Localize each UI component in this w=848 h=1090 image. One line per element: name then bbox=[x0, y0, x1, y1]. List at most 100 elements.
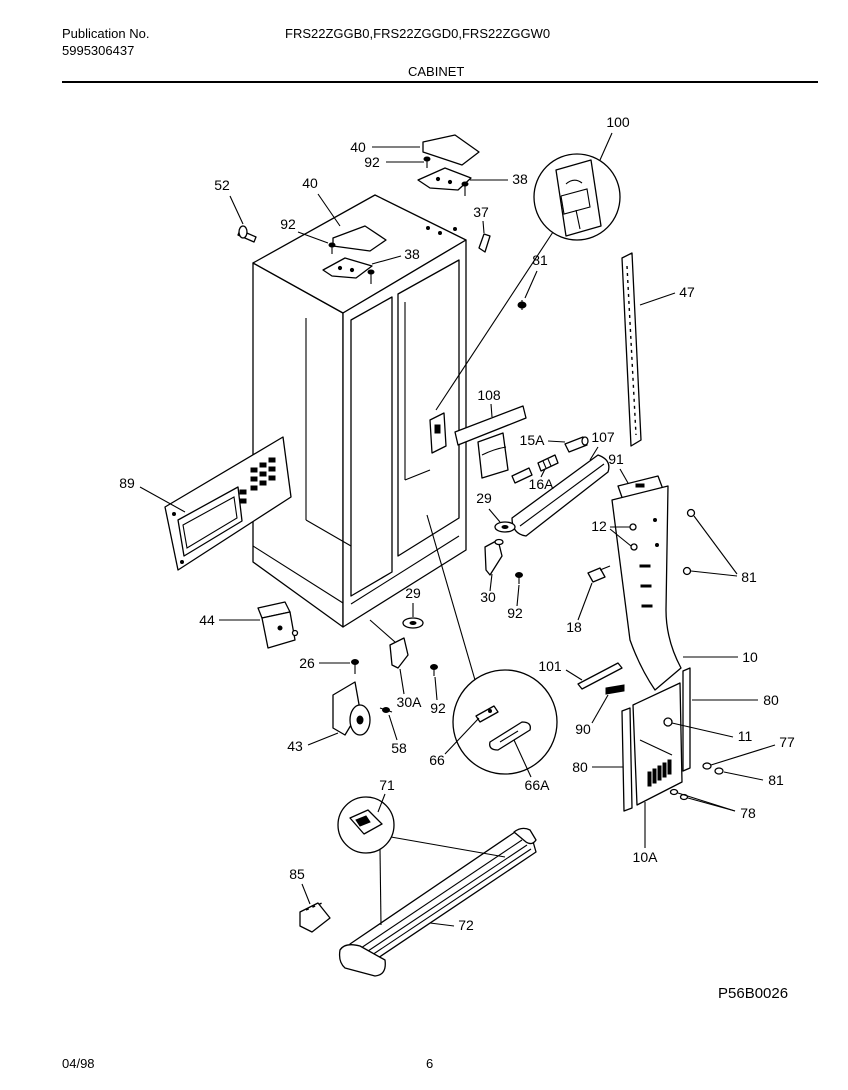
callout-label: 38 bbox=[512, 171, 528, 187]
vent-slot bbox=[259, 471, 267, 477]
callout-label: 40 bbox=[302, 175, 318, 191]
mullion-slot bbox=[641, 604, 653, 608]
callout-92-mid: 92 bbox=[507, 584, 523, 621]
vent-slot bbox=[239, 489, 247, 495]
vent-slot bbox=[662, 762, 667, 778]
part-bracket-30 bbox=[484, 538, 504, 576]
part-screw-78-a bbox=[669, 788, 679, 796]
vent-slot bbox=[250, 467, 258, 473]
callout-label: 100 bbox=[606, 114, 630, 130]
part-bumper-37 bbox=[478, 233, 491, 253]
vent-slot bbox=[239, 498, 247, 504]
bracket-plate bbox=[555, 159, 602, 237]
leader-line bbox=[589, 446, 599, 461]
leader-line bbox=[524, 270, 538, 299]
vent-slot bbox=[652, 768, 657, 784]
screw-12 bbox=[629, 523, 637, 531]
callout-29-upper: 29 bbox=[476, 490, 501, 523]
pin-head bbox=[238, 225, 248, 239]
callout-10A: 10A bbox=[633, 802, 658, 865]
block-teeth bbox=[305, 902, 323, 911]
callout-label: 91 bbox=[608, 451, 624, 467]
bracket-arm bbox=[369, 619, 396, 643]
callout-label: 30A bbox=[397, 694, 423, 710]
callout-label: 108 bbox=[477, 387, 501, 403]
part-panel-89 bbox=[164, 436, 292, 571]
hinge-hole bbox=[337, 265, 343, 271]
leader-line bbox=[490, 403, 493, 418]
callout-label: 77 bbox=[779, 734, 795, 750]
bracket-window bbox=[560, 188, 591, 215]
cabinet-bottom-rail bbox=[350, 535, 460, 605]
callout-label: 15A bbox=[520, 432, 546, 448]
callout-91: 91 bbox=[608, 451, 629, 484]
grille-end-cap bbox=[338, 944, 386, 977]
callout-29-lower: 29 bbox=[405, 585, 421, 617]
leader-line bbox=[229, 195, 244, 225]
leader-line bbox=[377, 793, 386, 813]
cabinet-shell bbox=[252, 194, 467, 628]
part-strip-80-left bbox=[621, 707, 633, 812]
hinge-hole bbox=[435, 176, 441, 182]
callout-12: 12 bbox=[591, 518, 632, 547]
roller-axle bbox=[356, 715, 364, 725]
bracket-slot bbox=[635, 483, 645, 488]
bracket-hanger bbox=[477, 432, 509, 479]
top-hole bbox=[453, 227, 457, 231]
channel-edge bbox=[519, 463, 605, 527]
callout-77: 77 bbox=[710, 734, 795, 766]
clip-hole bbox=[488, 709, 492, 713]
block-body bbox=[299, 902, 331, 933]
part-screw-lower-cover bbox=[328, 242, 336, 254]
clip-66A-slot bbox=[499, 730, 519, 743]
strip-body bbox=[682, 667, 691, 772]
callout-label: 78 bbox=[740, 805, 756, 821]
mullion-body bbox=[611, 485, 682, 691]
part-rail-47 bbox=[621, 252, 642, 447]
detail-leader bbox=[435, 231, 554, 411]
detail-leader bbox=[379, 848, 382, 926]
callout-label: 90 bbox=[575, 721, 591, 737]
panel-window bbox=[177, 486, 243, 557]
leader-line bbox=[139, 486, 186, 513]
bracket-panel bbox=[454, 405, 527, 446]
part-strip-90 bbox=[605, 684, 625, 695]
leader-line bbox=[488, 508, 501, 523]
leader-line bbox=[671, 722, 734, 738]
coupler-body bbox=[537, 454, 559, 472]
rail-body bbox=[621, 252, 642, 447]
callout-44: 44 bbox=[199, 612, 260, 628]
callout-92-lower: 92 bbox=[280, 216, 329, 244]
leader-line bbox=[399, 668, 405, 695]
part-panel-10A bbox=[632, 682, 683, 806]
screw-head bbox=[515, 572, 523, 578]
callout-90: 90 bbox=[575, 694, 609, 737]
callout-label: 43 bbox=[287, 738, 303, 754]
grille-rib bbox=[361, 844, 528, 956]
part-fitting-18 bbox=[587, 565, 611, 583]
callout-label: 66 bbox=[429, 752, 445, 768]
part-block-44 bbox=[257, 601, 299, 649]
leader-line bbox=[540, 468, 546, 478]
callout-label: 16A bbox=[529, 476, 555, 492]
fresh-food-opening bbox=[397, 259, 460, 557]
callout-43: 43 bbox=[287, 732, 339, 754]
rail-slots bbox=[626, 265, 637, 436]
callout-label: 58 bbox=[391, 740, 407, 756]
leader-line bbox=[307, 732, 339, 746]
strip-body bbox=[621, 707, 633, 812]
callout-66: 66 bbox=[429, 717, 480, 768]
callout-label: 30 bbox=[480, 589, 496, 605]
part-base-grille-72 bbox=[338, 827, 537, 977]
bracket-rib bbox=[575, 209, 581, 230]
callout-101: 101 bbox=[538, 658, 583, 681]
hanger-fold bbox=[481, 446, 507, 456]
panel-hole bbox=[172, 512, 176, 516]
vent-slot bbox=[657, 765, 662, 781]
part-screw-92-mid bbox=[515, 572, 523, 584]
callout-label: 81 bbox=[532, 252, 548, 268]
screw-head bbox=[714, 767, 724, 775]
part-screw-77 bbox=[702, 762, 712, 770]
part-block-85 bbox=[299, 902, 331, 933]
part-hinge-upper bbox=[417, 167, 472, 196]
